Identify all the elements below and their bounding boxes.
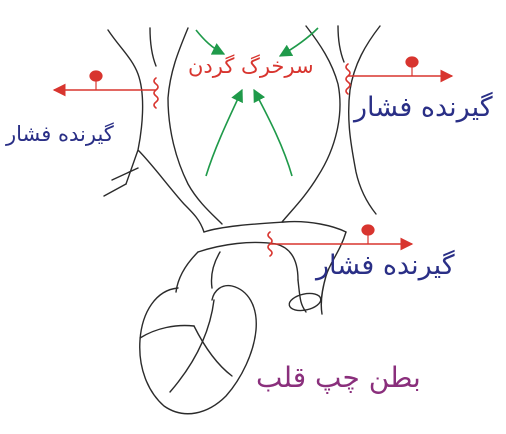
heart-inner-line xyxy=(140,326,194,339)
baroreceptor-label-left: گیرنده فشار xyxy=(6,124,114,145)
heart-septum xyxy=(170,300,214,392)
flow-arrow-top-right xyxy=(280,28,318,56)
left-ventricle-label: بطن چپ قلب xyxy=(256,364,421,392)
ascending-aorta xyxy=(176,252,220,292)
left-side-branch xyxy=(104,168,138,196)
baroreceptor-label-right-top: گیرنده فشار xyxy=(354,94,493,121)
right-branch xyxy=(338,26,344,62)
receptor-right xyxy=(406,57,418,76)
nerve-ending-left xyxy=(154,78,158,108)
heart-vessel-line xyxy=(194,326,232,376)
aortic-arch-top xyxy=(204,222,346,232)
nerve-ending-icon xyxy=(154,64,350,256)
left-branch xyxy=(150,28,156,66)
baroreceptor-label-aorta: گیرنده فشار xyxy=(316,252,455,279)
descending-aorta-opening xyxy=(288,291,323,313)
blood-flow-arrows xyxy=(196,28,318,176)
aortic-arch-inner xyxy=(198,242,298,280)
flow-arrow-top-left xyxy=(196,30,224,54)
receptor-aorta xyxy=(362,225,374,244)
vessel-outline xyxy=(104,26,380,414)
flow-arrow-up-right xyxy=(254,90,292,176)
flow-arrow-up-left xyxy=(206,90,242,176)
carotid-artery-label: سرخرگ گردن xyxy=(188,56,314,77)
receptor-left xyxy=(90,71,102,90)
